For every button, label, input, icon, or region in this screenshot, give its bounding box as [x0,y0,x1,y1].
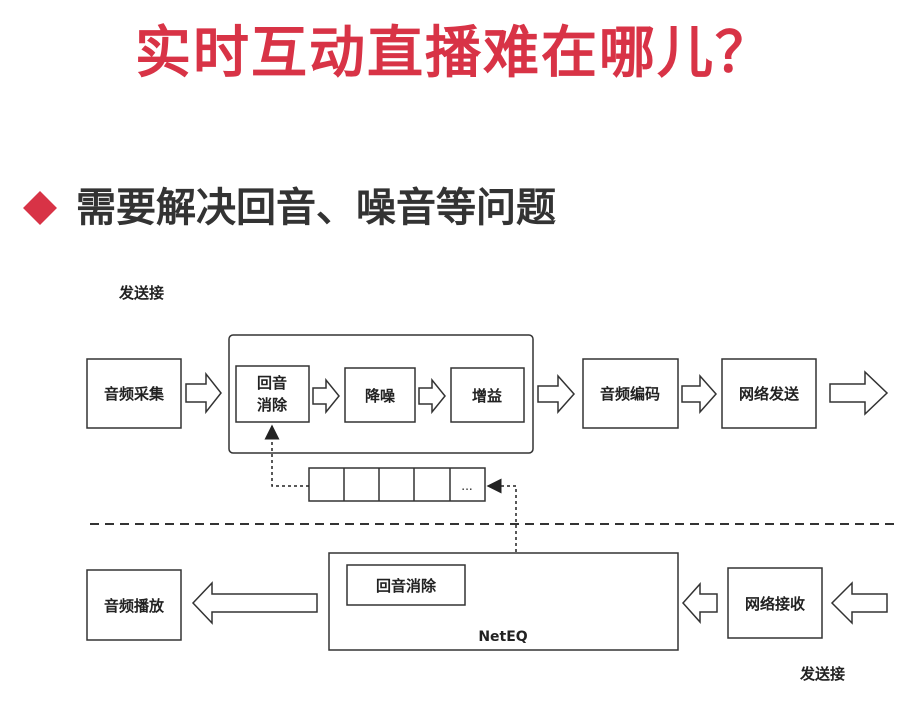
net-recv-box: 网络接收 [727,567,823,639]
buffer-to-aec-connector [264,424,309,487]
gain-box: 增益 [450,367,525,423]
flow-arrow [681,582,718,624]
reference-buffer: ... [308,467,486,502]
receiver-label: 发送接 [799,665,845,683]
flow-arrow [681,374,718,414]
input-arrow [830,581,888,625]
output-arrow [829,370,889,416]
buffer-ellipsis: ... [461,479,472,493]
gain-label: 增益 [472,387,502,405]
aec-label-line1: 回音 [257,374,287,392]
slide-title: 实时互动直播难在哪儿？ [135,21,773,86]
aec-box: 回音 消除 [235,365,310,423]
net-recv-label: 网络接收 [745,595,805,613]
flow-arrow [537,374,576,414]
flow-arrow [312,377,340,415]
neteq-label: NetEQ [478,629,527,645]
encode-label: 音频编码 [600,385,660,403]
encode-box: 音频编码 [582,358,679,429]
aec-label-line2: 消除 [257,396,288,414]
playback-box: 音频播放 [86,569,182,641]
bullet-text: 需要解决回音、噪音等问题 [76,185,556,231]
capture-box: 音频采集 [86,358,182,429]
denoise-label: 降噪 [365,387,396,405]
playout-aec-box: 回音消除 [346,564,466,606]
net-send-box: 网络发送 [721,358,817,429]
flow-arrow [418,377,446,415]
sender-label: 发送接 [118,284,164,302]
net-send-label: 网络发送 [739,385,800,403]
playback-label: 音频播放 [104,597,165,615]
flow-arrow [191,581,318,625]
flow-arrow [185,371,222,415]
denoise-box: 降噪 [344,367,416,423]
playout-aec-label: 回音消除 [376,577,437,595]
capture-label: 音频采集 [104,385,165,403]
